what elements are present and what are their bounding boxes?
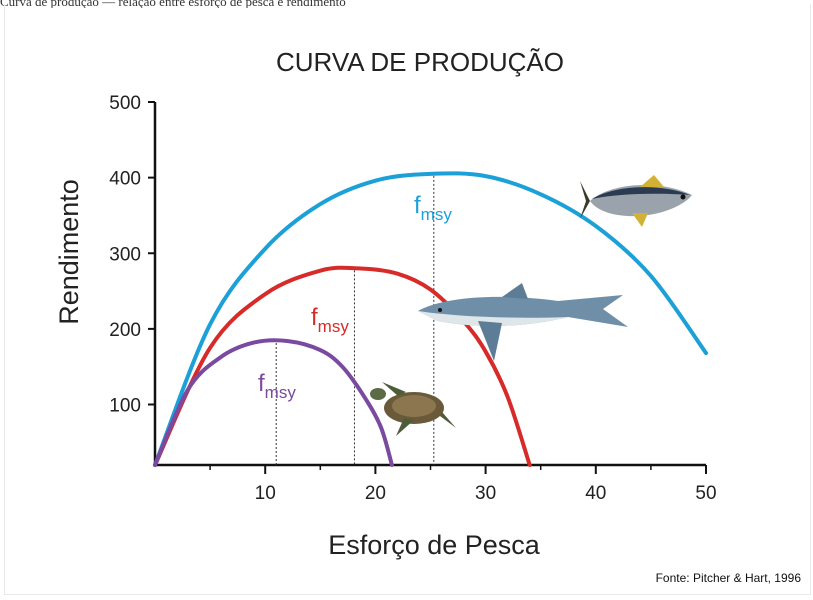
y-axis-label: Rendimento [54,179,84,325]
turtle-head [370,388,386,400]
tuna-illustration [580,175,692,227]
axes: 10 20 30 40 50 100 200 300 400 500 [109,93,716,504]
turtle-illustration [370,382,456,436]
y-tick-label: 500 [109,93,141,114]
fmsy-label-tuna: fmsy [414,192,452,224]
x-tick-label: 50 [695,483,716,504]
y-tick-label: 300 [109,244,141,265]
shark-illustration [418,283,628,361]
y-tick-label: 400 [109,169,141,190]
animal-illustrations [370,175,692,436]
turtle-front-flipper-low [396,418,414,436]
x-tick-label: 20 [365,483,386,504]
tuna-tail [580,181,590,219]
figure-frame [4,4,811,595]
fmsy-label-turtle: fmsy [258,370,296,402]
shark-dorsal-fin [502,283,528,299]
shark-pectoral-fin [478,321,502,361]
tuna-anal-fin [632,213,648,227]
x-axis-label: Esforço de Pesca [328,530,541,560]
fmsy-labels: fmsy fmsy fmsy [258,192,452,402]
tuna-dorsal-fin [640,175,664,187]
x-tick-label: 30 [475,483,496,504]
x-tick-label: 10 [255,483,276,504]
tuna-eye [680,194,686,200]
curve-shark [153,265,532,467]
tuna-back [592,187,690,199]
chart-title: CURVA DE PRODUÇÃO [276,47,564,77]
y-tick-label: 200 [109,320,141,341]
curve-turtle [153,338,394,467]
turtle-rear-flipper [440,412,456,428]
turtle-shell-pattern [392,395,436,417]
shark-belly [418,311,568,326]
y-tick-label: 100 [109,396,141,417]
fmsy-label-shark: fmsy [311,304,349,336]
x-tick-label: 40 [585,483,606,504]
curve-tuna [153,171,708,467]
shark-eye [438,308,442,312]
turtle-front-flipper [382,382,406,396]
source-note: Fonte: Pitcher & Hart, 1996 [655,571,801,585]
top-caption: Curva de produção — relação entre esforç… [0,0,346,8]
curves [153,171,708,467]
